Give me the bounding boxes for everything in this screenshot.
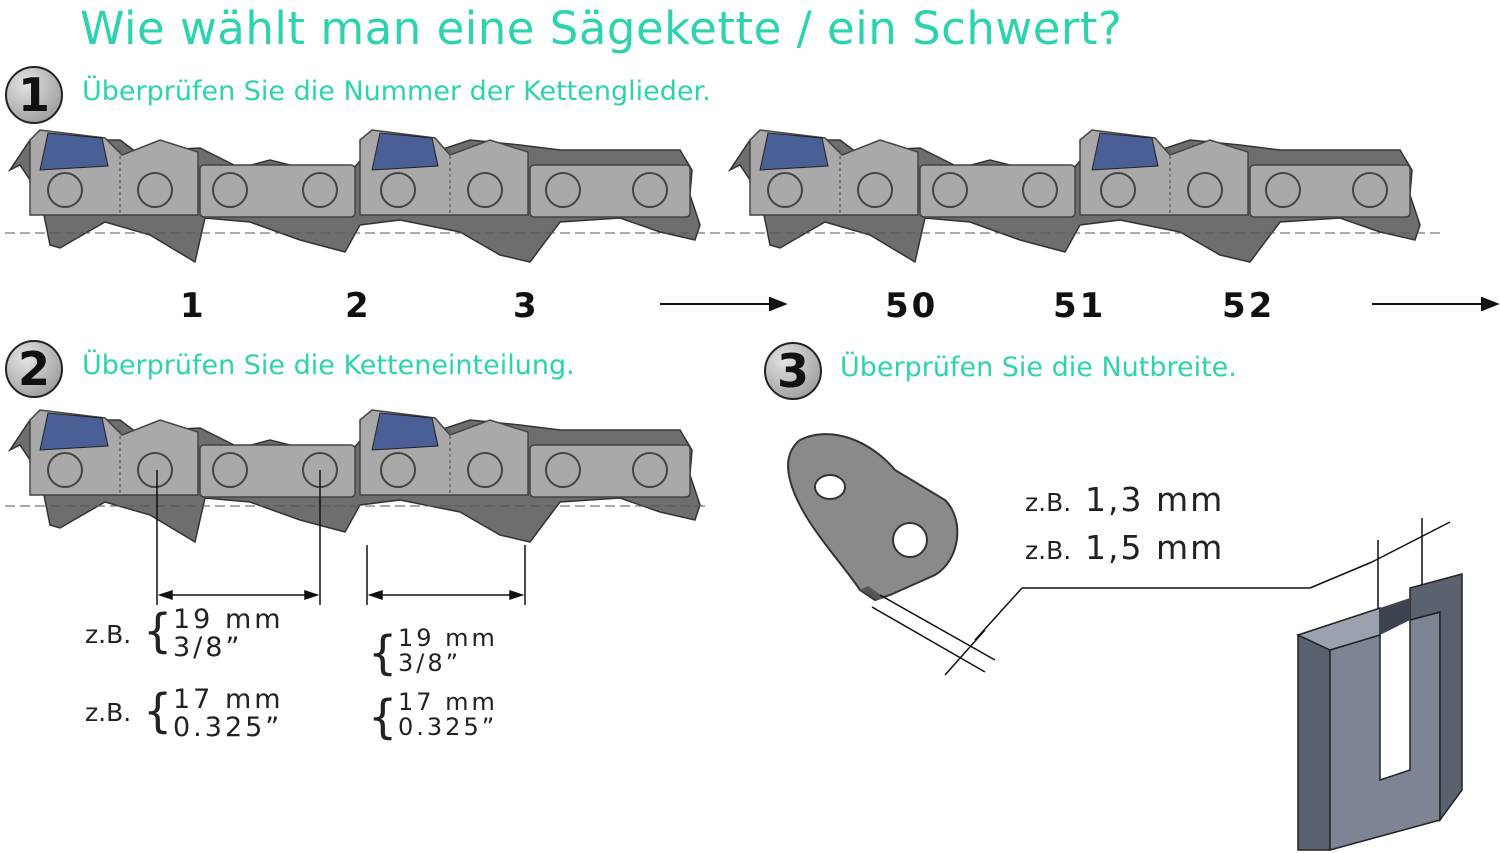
chain-row1-right [729,129,1421,263]
brace-icon: { [143,604,173,658]
step-2-badge: 2 [5,340,63,398]
zb-label: z.B. [1025,488,1072,517]
pitch-dimensions [156,470,526,605]
drive-link-part [787,433,959,602]
link-number: 52 [1222,286,1276,326]
chain-row2 [9,409,701,543]
link-number: 3 [513,286,540,326]
arrow-right-icon [660,296,1500,312]
zb-label: z.B. [85,620,132,649]
link-number: 51 [1053,286,1107,326]
page-title: Wie wählt man eine Sägekette / ein Schwe… [80,2,1123,55]
link-number: 2 [345,286,372,326]
zb-label: z.B. [85,698,132,727]
step-3-text: Überprüfen Sie die Nutbreite. [840,352,1237,383]
gauge-value: 1,5 mm [1085,528,1225,567]
step-3-badge: 3 [764,342,822,400]
step-1-number: 1 [17,68,50,122]
bar-groove-profile [1295,573,1463,851]
step-2-number: 2 [17,342,50,396]
step-2-text: Überprüfen Sie die Ketteneinteilung. [82,350,575,381]
link-number: 1 [180,286,207,326]
brace-icon: { [143,684,173,738]
brace-icon: { [368,690,398,744]
link-number: 50 [885,286,939,326]
step-3-number: 3 [776,344,809,398]
step-1-text: Überprüfen Sie die Nummer der Kettenglie… [82,76,711,107]
chain-row1-left [9,129,701,263]
gauge-value: 1,3 mm [1085,480,1225,519]
step-1-badge: 1 [5,66,63,124]
brace-icon: { [368,626,398,680]
zb-label: z.B. [1025,536,1072,565]
